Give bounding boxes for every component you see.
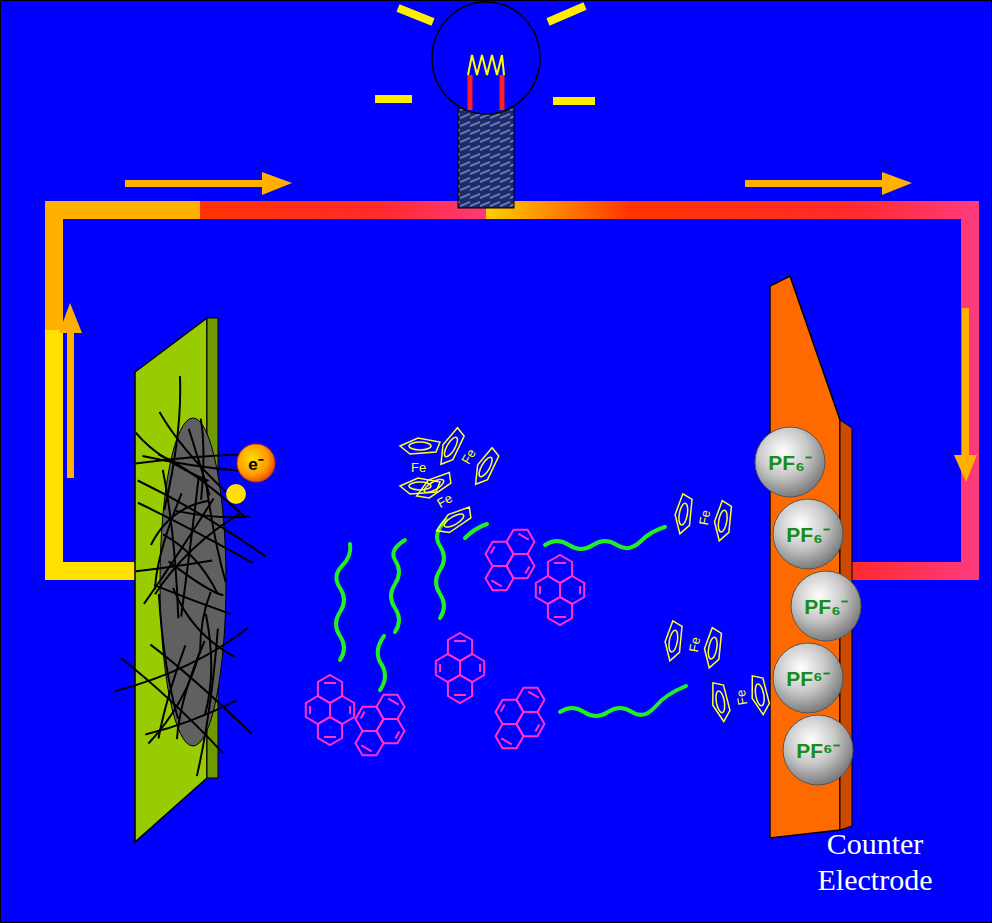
carbon-fiber <box>205 614 211 714</box>
carbon-fiber <box>181 476 199 616</box>
anion-label: PF⁶⁻ <box>796 736 840 764</box>
carbon-fiber <box>115 628 248 691</box>
iron-label: Fe <box>458 446 479 467</box>
iron-label: Fe <box>411 460 426 475</box>
carbon-fiber <box>160 412 226 492</box>
carbon-fiber <box>159 594 178 719</box>
electron-label: e⁻ <box>248 452 263 475</box>
anion-label: PF⁶⁻ <box>786 664 830 692</box>
carbon-fiber <box>145 700 236 734</box>
anion-ball: PF₆⁻ <box>790 570 862 642</box>
carbon-fiber <box>151 501 208 545</box>
carbon-fiber <box>135 454 245 463</box>
carbon-fiber <box>155 513 241 595</box>
carbon-fiber <box>148 652 199 744</box>
iron-label: Fe <box>733 689 750 707</box>
carbon-fiber <box>200 592 211 653</box>
anion-label: PF₆⁻ <box>804 592 847 620</box>
carbon-fiber <box>173 588 235 657</box>
anion-label: PF₆⁻ <box>768 448 811 476</box>
carbon-fiber <box>154 585 231 614</box>
anion-ball: PF⁶⁻ <box>782 714 854 786</box>
carbon-fiber <box>201 419 204 500</box>
electron-ball: e⁻ <box>236 443 276 483</box>
anion-ball: PF₆⁻ <box>754 426 826 498</box>
iron-label: Fe <box>686 636 703 654</box>
carbon-fiber <box>163 470 178 618</box>
iron-label: Fe <box>434 490 455 511</box>
carbon-fiber <box>158 454 245 517</box>
anion-label: PF₆⁻ <box>786 520 829 548</box>
electrode-caption: Counter Electrode <box>770 826 980 898</box>
iron-label: Fe <box>696 509 713 527</box>
anion-ball: PF⁶⁻ <box>772 642 844 714</box>
anion-ball: PF₆⁻ <box>772 498 844 570</box>
